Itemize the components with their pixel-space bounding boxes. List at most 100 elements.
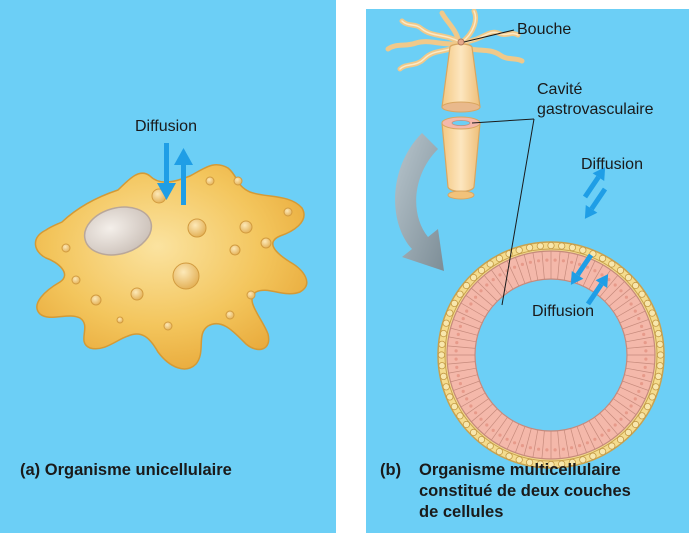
- cell-nucleus: [625, 411, 628, 414]
- epidermis-cell: [439, 363, 445, 369]
- cell-nucleus: [586, 441, 589, 444]
- caption-unicellular: (a) Organisme unicellulaire: [20, 460, 232, 481]
- cell-nucleus: [521, 444, 524, 447]
- epidermis-cell: [609, 261, 615, 267]
- mouth-marker: [458, 39, 464, 45]
- cell-nucleus: [455, 366, 458, 369]
- cell-nucleus: [465, 310, 468, 313]
- cell-nucleus: [614, 423, 617, 426]
- cell-nucleus: [455, 358, 458, 361]
- cell-nucleus: [619, 289, 622, 292]
- epidermis-cell: [451, 403, 457, 409]
- cell-nucleus: [521, 263, 524, 266]
- epidermis-cell: [580, 247, 586, 253]
- unicellular-illustration: [0, 0, 336, 533]
- epidermis-cell: [599, 255, 605, 261]
- panel-unicellular: Diffusion (a) Organisme unicellulaire: [0, 0, 336, 533]
- caption-multicellular: Organisme multicellulaire constitué de d…: [419, 460, 631, 523]
- vacuole: [230, 245, 240, 255]
- cell-nucleus: [578, 263, 581, 266]
- epidermis-cell: [639, 291, 645, 297]
- cell-nucleus: [600, 273, 603, 276]
- cell-nucleus: [637, 317, 640, 320]
- diffusion-inner-label: Diffusion: [532, 303, 594, 321]
- cavity-label-line2: gastrovasculaire: [537, 101, 654, 119]
- epidermis-cell: [639, 413, 645, 419]
- amoeba-body: [35, 165, 306, 369]
- cell-nucleus: [545, 259, 548, 262]
- epidermis-cell: [463, 421, 469, 427]
- cell-nucleus: [644, 341, 647, 344]
- vacuole: [234, 177, 242, 185]
- vacuole: [72, 276, 80, 284]
- epidermis-cell: [478, 267, 484, 273]
- cell-nucleus: [462, 317, 465, 320]
- cell-nucleus: [640, 382, 643, 385]
- vacuole: [261, 238, 271, 248]
- cross-section-ring: [438, 242, 664, 468]
- cell-nucleus: [593, 269, 596, 272]
- epidermis-cell: [609, 443, 615, 449]
- cell-nucleus: [492, 429, 495, 432]
- cell-nucleus: [459, 382, 462, 385]
- epidermis-cell: [653, 320, 659, 326]
- vacuole: [62, 244, 70, 252]
- curved-arrow: [395, 133, 444, 271]
- cell-nucleus: [578, 444, 581, 447]
- cell-nucleus: [459, 325, 462, 328]
- epidermis-cell: [617, 436, 623, 442]
- epidermis-cell: [625, 429, 631, 435]
- caption-line-3: de cellules: [419, 502, 631, 523]
- vacuole: [206, 177, 214, 185]
- epidermis-cell: [487, 261, 493, 267]
- cell-nucleus: [554, 448, 557, 451]
- cell-nucleus: [529, 446, 532, 449]
- caption-line-1: Organisme multicellulaire: [419, 460, 631, 481]
- cell-nucleus: [474, 296, 477, 299]
- cell-nucleus: [634, 397, 637, 400]
- vacuole: [188, 219, 206, 237]
- diffusion-label: Diffusion: [135, 118, 197, 136]
- epidermis-cell: [506, 453, 512, 459]
- cell-nucleus: [570, 261, 573, 264]
- cell-nucleus: [469, 404, 472, 407]
- cell-nucleus: [498, 273, 501, 276]
- cell-nucleus: [600, 434, 603, 437]
- epidermis-cell: [516, 247, 522, 253]
- epidermis-cell: [548, 242, 554, 248]
- cell-nucleus: [462, 390, 465, 393]
- epidermis-cell: [443, 384, 449, 390]
- epidermis-cell: [617, 267, 623, 273]
- cell-nucleus: [479, 289, 482, 292]
- epidermis-cell: [439, 341, 445, 347]
- epidermis-cell: [440, 330, 446, 336]
- vacuole: [164, 322, 172, 330]
- epidermis-cell: [644, 403, 650, 409]
- vacuole: [284, 208, 292, 216]
- epidermis-cell: [649, 394, 655, 400]
- cell-nucleus: [457, 374, 460, 377]
- cell-nucleus: [625, 296, 628, 299]
- cell-nucleus: [593, 438, 596, 441]
- cell-nucleus: [485, 283, 488, 286]
- cell-nucleus: [570, 446, 573, 449]
- epidermis-cell: [470, 274, 476, 280]
- vacuole: [247, 291, 255, 299]
- cell-nucleus: [614, 283, 617, 286]
- cell-nucleus: [492, 278, 495, 281]
- cell-nucleus: [529, 261, 532, 264]
- cell-nucleus: [644, 349, 647, 352]
- vacuole: [226, 311, 234, 319]
- mouth-label: Bouche: [517, 21, 571, 39]
- caption-prefix: (b): [380, 460, 401, 481]
- cell-nucleus: [513, 441, 516, 444]
- cell-nucleus: [485, 423, 488, 426]
- cell-nucleus: [554, 259, 557, 262]
- cell-nucleus: [640, 325, 643, 328]
- epidermis-cell: [644, 300, 650, 306]
- epidermis-cell: [632, 282, 638, 288]
- epidermis-cell: [655, 330, 661, 336]
- cell-nucleus: [619, 418, 622, 421]
- cell-nucleus: [537, 448, 540, 451]
- epidermis-cell: [443, 320, 449, 326]
